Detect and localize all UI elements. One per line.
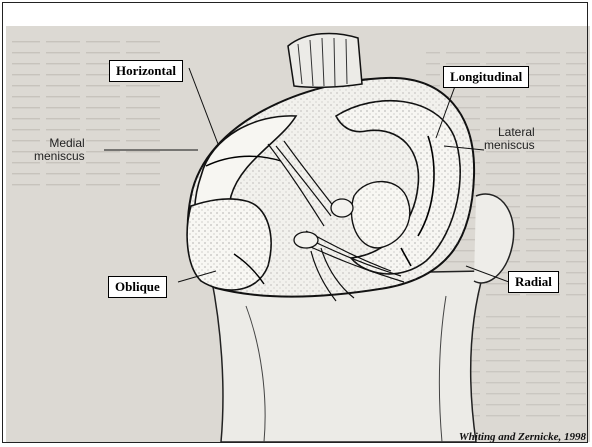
slide-border (2, 2, 588, 443)
